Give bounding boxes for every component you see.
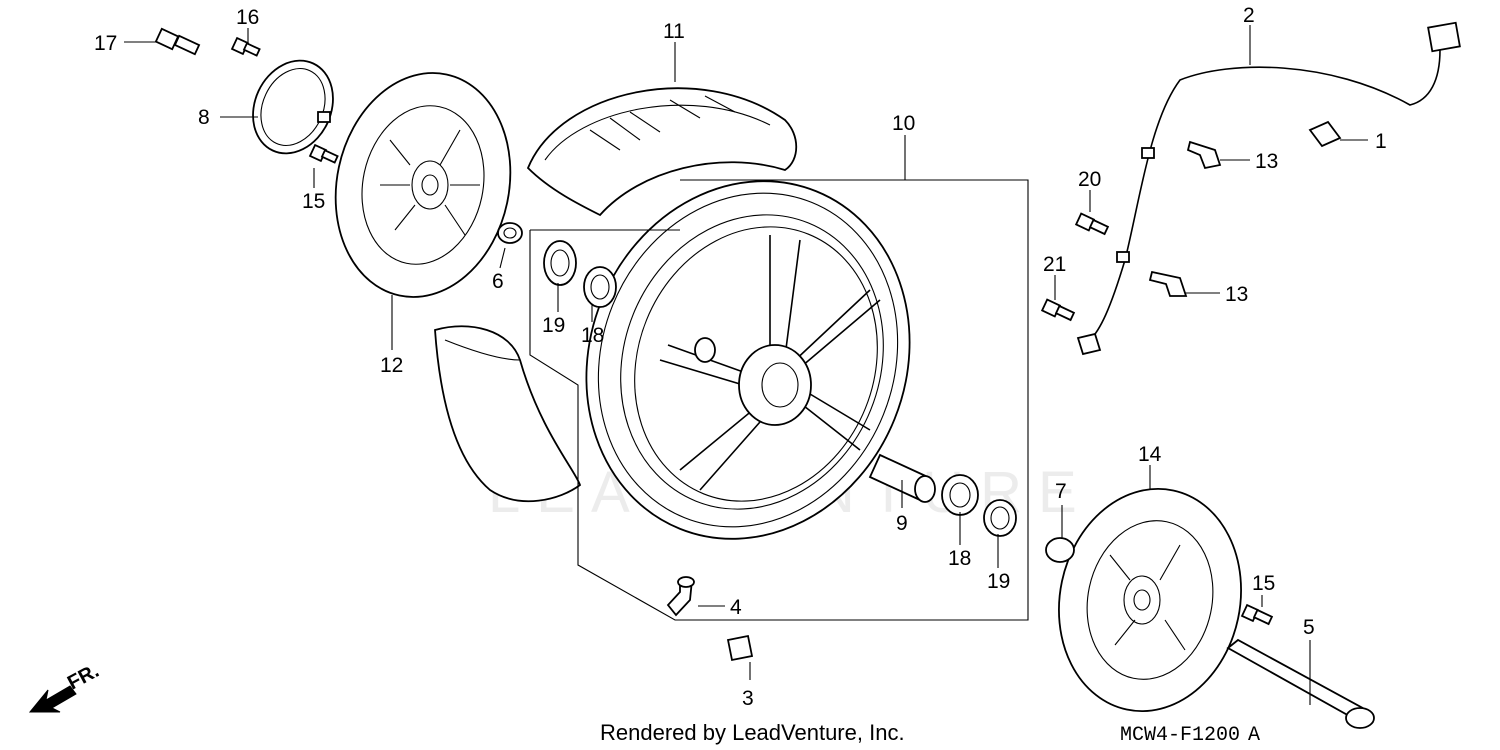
callout-7: 7	[1055, 480, 1067, 503]
wheel-group-outline	[529, 179, 1029, 621]
callout-19-lower: 19	[987, 570, 1010, 593]
callout-15-upper: 15	[302, 190, 325, 213]
callout-3: 3	[742, 687, 754, 710]
callout-15-lower: 15	[1252, 572, 1275, 595]
screw-16	[230, 36, 261, 57]
callout-8: 8	[198, 106, 210, 129]
speed-sensor-wire	[1076, 21, 1461, 356]
callout-19-upper: 19	[542, 314, 565, 337]
brake-disc-left	[334, 72, 512, 298]
callout-4: 4	[730, 596, 742, 619]
screw-15-upper	[308, 143, 339, 164]
front-direction-indicator: FR.	[28, 660, 103, 713]
screw-15-lower	[1240, 603, 1274, 626]
callout-14: 14	[1138, 443, 1162, 466]
callout-9: 9	[896, 512, 908, 535]
seal-19-lower	[983, 499, 1017, 537]
bearing-18-lower	[941, 474, 979, 516]
spacer-9	[868, 453, 936, 503]
callout-1: 1	[1375, 130, 1387, 153]
pulser-ring	[252, 59, 334, 155]
axle-5	[1226, 638, 1375, 729]
seal-18-upper	[583, 266, 617, 308]
bolt-21	[1040, 298, 1076, 322]
callout-17: 17	[94, 32, 117, 55]
callout-18-upper: 18	[581, 324, 604, 347]
diagram-code: MCW4-F1200	[1120, 724, 1240, 747]
callout-16: 16	[236, 6, 259, 29]
leader-lines	[124, 25, 1368, 705]
callouts: 1 2 3 4 5 6 7 8 9 10 11 12 13 13 14 15 1…	[94, 4, 1387, 710]
tire	[434, 87, 798, 503]
callout-20: 20	[1078, 168, 1101, 191]
collar-7	[1045, 537, 1075, 563]
footer-credit: Rendered by LeadVenture, Inc.	[600, 720, 905, 745]
brake-disc-right	[1058, 487, 1242, 713]
callout-18-lower: 18	[948, 547, 971, 570]
valve-4	[666, 576, 695, 617]
bearing-19-upper	[543, 240, 577, 286]
callout-21: 21	[1043, 253, 1066, 276]
callout-11: 11	[663, 20, 685, 43]
callout-5: 5	[1303, 616, 1315, 639]
wheel-rim	[585, 180, 911, 540]
diagram-code-suffix: A	[1248, 724, 1260, 747]
callout-2: 2	[1243, 4, 1255, 27]
callout-10: 10	[892, 112, 915, 135]
bolt-17	[154, 27, 201, 56]
callout-13-upper: 13	[1255, 150, 1278, 173]
clip-3	[726, 634, 754, 662]
clamp-13-lower	[1148, 270, 1188, 297]
clamp-13-upper	[1186, 140, 1222, 170]
callout-6: 6	[492, 270, 504, 293]
callout-12: 12	[380, 354, 403, 377]
clip-1	[1308, 120, 1342, 148]
bolt-20	[1074, 212, 1110, 236]
callout-13-lower: 13	[1225, 283, 1248, 306]
collar-6	[497, 222, 523, 244]
